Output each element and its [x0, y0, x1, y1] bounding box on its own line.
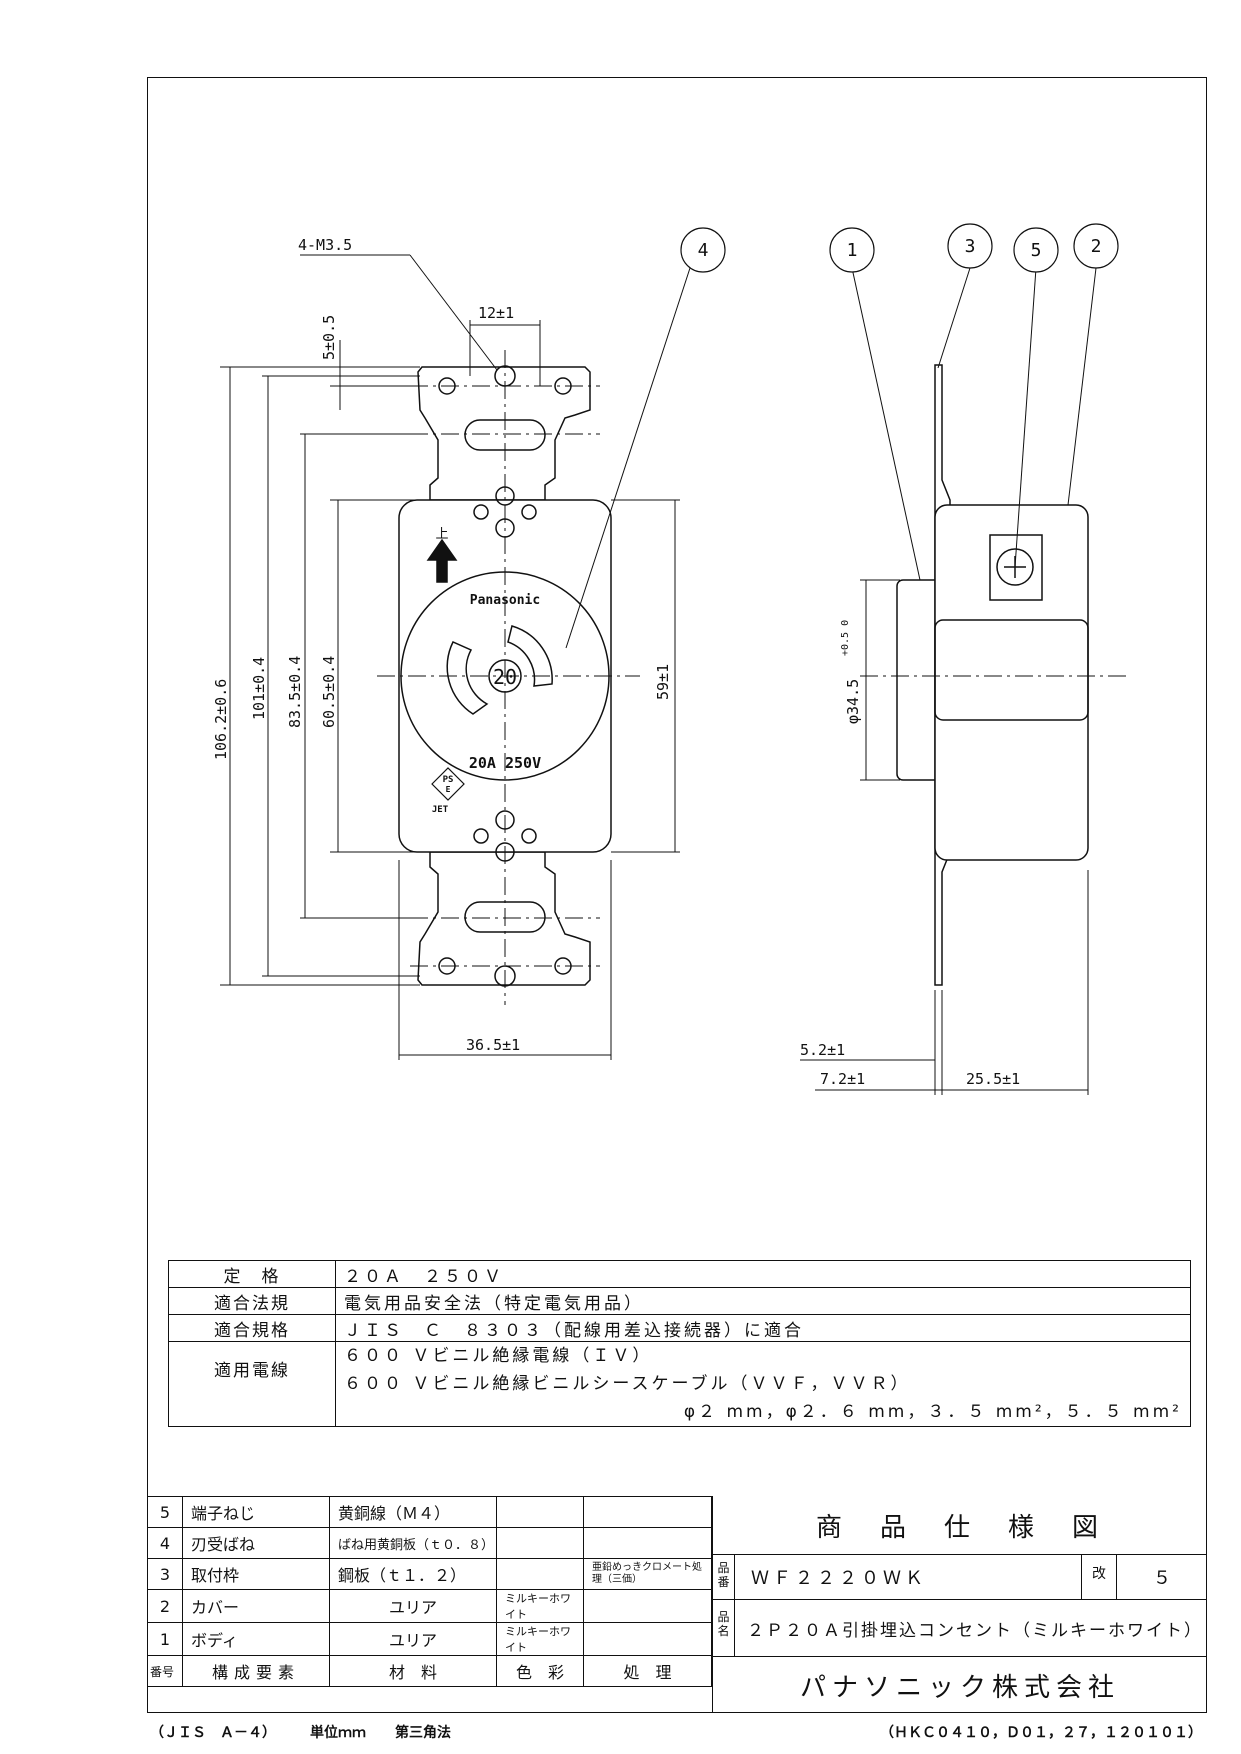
part-name: カバー — [182, 1589, 330, 1623]
footer-projection: 第三角法 — [395, 1725, 451, 1741]
parts-table: 5 端子ねじ 黄銅線（Ｍ４） 4 刃受ばね ばね用黄銅板（ｔ０．８） 3 取付枠… — [147, 1496, 712, 1687]
header-color: 色 彩 — [496, 1655, 584, 1687]
spec-key: 適合法規 — [168, 1287, 336, 1315]
spec-row: 適合法規 電気用品安全法（特定電気用品） — [168, 1287, 1191, 1315]
face-ps: PS — [443, 775, 454, 785]
part-no: 2 — [147, 1589, 183, 1623]
dim-365: 36.5±1 — [466, 1036, 520, 1054]
part-finish — [583, 1622, 712, 1656]
dim-345: φ34.5 — [844, 679, 862, 724]
side-view — [800, 223, 1130, 1095]
part-name: ボディ — [182, 1622, 330, 1656]
face-center: 20 — [493, 665, 517, 689]
parts-row: 5 端子ねじ 黄銅線（Ｍ４） — [147, 1496, 712, 1528]
face-brand: Panasonic — [470, 593, 540, 608]
dim-72: 7.2±1 — [820, 1070, 865, 1088]
face-e: E — [446, 785, 451, 794]
part-material: ばね用黄銅板（ｔ０．８） — [329, 1527, 497, 1559]
part-finish: 亜鉛めっきクロメート処理（三価） — [583, 1558, 712, 1590]
spec-value: ＪＩＳ Ｃ ８３０３（配線用差込接続器）に適合 — [335, 1314, 1191, 1342]
title-block: 商 品 仕 様 図 品番 ＷＦ２２２０ＷＫ 改 ５ 品名 ２Ｐ２０Ａ引掛埋込コン… — [712, 1496, 1207, 1713]
footer-doc-code: （ＨＫＣ０４１０，Ｄ０１，２７，１２０１０１） — [880, 1725, 1202, 1741]
parts-row: 1 ボディ ユリア ミルキーホワイト — [147, 1622, 712, 1656]
company-name: パナソニック株式会社 — [799, 1672, 1120, 1703]
part-name: 端子ねじ — [182, 1496, 330, 1528]
dim-12: 12±1 — [478, 304, 514, 322]
header-name: 構成要素 — [182, 1655, 330, 1687]
kai-value: ５ — [1153, 1568, 1171, 1589]
part-color — [496, 1496, 584, 1528]
callout-5: 5 — [1031, 240, 1042, 261]
part-material: ユリア — [329, 1622, 497, 1656]
dim-5: 5±0.5 — [320, 315, 338, 360]
dim-605: 60.5±0.4 — [320, 656, 338, 728]
spec-row-wire: 適用電線 ６００ Ｖビニル絶縁電線（ＩＶ） ６００ Ｖビニル絶縁ビニルシースケー… — [168, 1341, 1191, 1427]
dim-835: 83.5±0.4 — [286, 656, 304, 728]
callout-2: 2 — [1091, 236, 1102, 257]
callout-1: 1 — [847, 240, 858, 261]
drawing-frame — [147, 77, 1207, 1713]
part-material: 黄銅線（Ｍ４） — [329, 1496, 497, 1528]
part-no: 5 — [147, 1496, 183, 1528]
part-material: ユリア — [329, 1589, 497, 1623]
dim-m35: 4-M3.5 — [298, 236, 352, 254]
spec-row: 適合規格 ＪＩＳ Ｃ ８３０３（配線用差込接続器）に適合 — [168, 1314, 1191, 1342]
callout-3: 3 — [965, 236, 976, 257]
dim-1062: 106.2±0.6 — [212, 679, 230, 760]
spec-row: 定 格 ２０Ａ ２５０Ｖ — [168, 1260, 1191, 1288]
dim-255: 25.5±1 — [966, 1070, 1020, 1088]
wire-line: ６００ Ｖビニル絶縁ビニルシースケーブル（ＶＶＦ，ＶＶＲ） — [344, 1374, 911, 1394]
face-rating: 20A 250V — [469, 754, 541, 772]
footer-unit: 単位ｍｍ — [310, 1725, 366, 1741]
hinmei-value: ２Ｐ２０Ａ引掛埋込コンセント（ミルキーホワイト） — [747, 1620, 1203, 1641]
dim-345-tol: +0.5 0 — [840, 620, 851, 656]
dim-59: 59±1 — [654, 664, 672, 700]
hinban-label: 品番 — [713, 1555, 735, 1599]
header-finish: 処 理 — [583, 1655, 712, 1687]
header-no: 番号 — [147, 1655, 183, 1687]
header-material: 材 料 — [329, 1655, 497, 1687]
spec-value: ２０Ａ ２５０Ｖ — [335, 1260, 1191, 1288]
hinban-row: 品番 ＷＦ２２２０ＷＫ 改 ５ — [713, 1555, 1207, 1600]
part-color — [496, 1558, 584, 1590]
wire-line: φ２ mm，φ２．６ mm，３．５ mm²，５．５ mm² — [683, 1402, 1182, 1422]
part-finish — [583, 1496, 712, 1528]
part-no: 4 — [147, 1527, 183, 1559]
spec-key: 定 格 — [168, 1260, 336, 1288]
spec-key: 適用電線 — [168, 1341, 336, 1427]
kai-label: 改 — [1081, 1555, 1117, 1599]
spec-value: 電気用品安全法（特定電気用品） — [335, 1287, 1191, 1315]
hinban-value: ＷＦ２２２０ＷＫ — [751, 1568, 927, 1589]
callout-4: 4 — [698, 240, 709, 261]
part-finish — [583, 1589, 712, 1623]
front-view — [220, 227, 726, 1060]
hinmei-row: 品名 ２Ｐ２０Ａ引掛埋込コンセント（ミルキーホワイト） — [713, 1600, 1207, 1657]
spec-key: 適合規格 — [168, 1314, 336, 1342]
face-up: 上 — [435, 527, 448, 542]
part-material: 鋼板（ｔ１．２） — [329, 1558, 497, 1590]
dim-52: 5.2±1 — [800, 1041, 845, 1059]
part-color: ミルキーホワイト — [496, 1589, 584, 1623]
parts-header-row: 番号 構成要素 材 料 色 彩 処 理 — [147, 1655, 712, 1687]
parts-row: 2 カバー ユリア ミルキーホワイト — [147, 1589, 712, 1623]
parts-row: 3 取付枠 鋼板（ｔ１．２） 亜鉛めっきクロメート処理（三価） — [147, 1558, 712, 1590]
part-name: 取付枠 — [182, 1558, 330, 1590]
spec-table: 定 格 ２０Ａ ２５０Ｖ 適合法規 電気用品安全法（特定電気用品） 適合規格 Ｊ… — [168, 1260, 1191, 1427]
face-jet: JET — [432, 805, 449, 815]
footer-paper-size: （ＪＩＳ Ａ－４） — [150, 1725, 276, 1741]
part-finish — [583, 1527, 712, 1559]
part-no: 1 — [147, 1622, 183, 1656]
part-no: 3 — [147, 1558, 183, 1590]
wire-line: ６００ Ｖビニル絶縁電線（ＩＶ） — [344, 1346, 653, 1366]
title-block-title: 商 品 仕 様 図 — [713, 1496, 1207, 1555]
dim-101: 101±0.4 — [250, 657, 268, 720]
parts-row: 4 刃受ばね ばね用黄銅板（ｔ０．８） — [147, 1527, 712, 1559]
part-color — [496, 1527, 584, 1559]
hinmei-label: 品名 — [713, 1600, 735, 1656]
part-name: 刃受ばね — [182, 1527, 330, 1559]
part-color: ミルキーホワイト — [496, 1622, 584, 1656]
